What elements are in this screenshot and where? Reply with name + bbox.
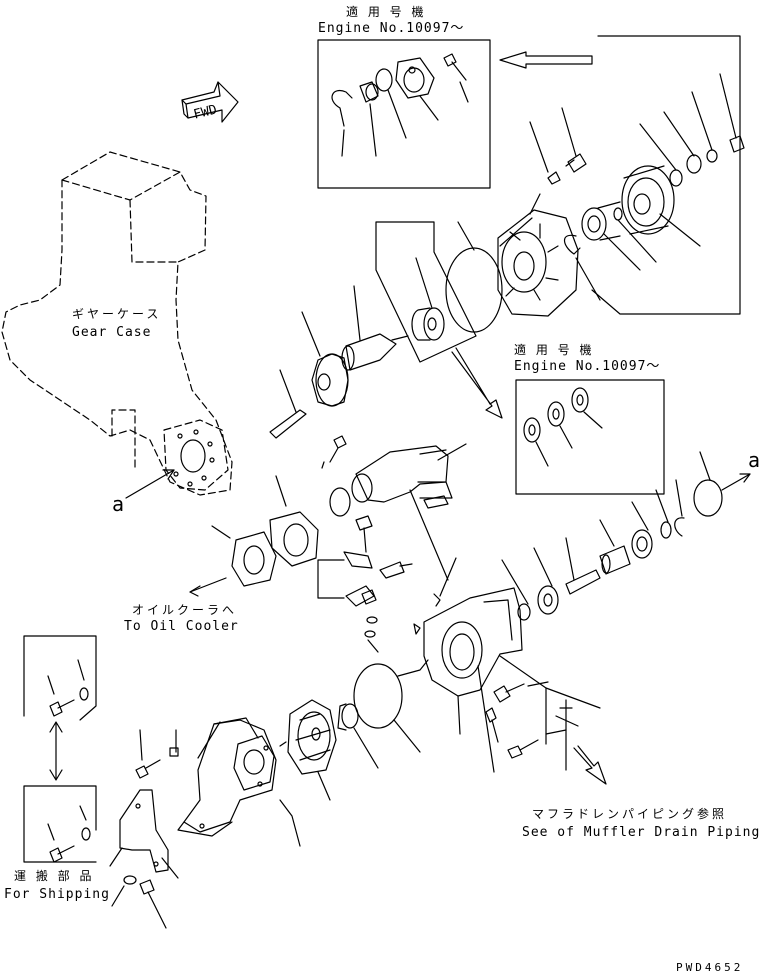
o-ring-lower [353,659,429,753]
applicable-box-mid [515,379,665,495]
seal-unit [337,703,379,769]
pump-body [413,557,601,773]
shaft-parts-row [501,451,723,621]
applicable-label-top-jp: 適 用 号 機 [346,5,427,19]
ref-a-left-label: a [112,492,125,516]
pulley [621,165,701,247]
o-ring-top [375,68,407,139]
pump-cover [497,193,579,317]
applicable-label-mid-en: Engine No.10097～ [514,359,661,374]
impeller-shaft [341,285,409,371]
bolt-top [443,53,469,103]
shipping-swap-arrow [49,721,63,781]
bolt-bracket-right [527,681,549,745]
muffler-drain-pipe [545,699,579,771]
gear-case-outline [1,151,233,496]
impeller [287,699,337,801]
shipping-label-jp: 運 搬 部 品 [14,869,95,883]
applicable-box-top [317,39,491,189]
clamp-group [317,515,413,653]
nut-stack [639,73,745,187]
large-o-ring [445,221,503,333]
applicable-label-mid-jp: 適 用 号 機 [514,343,595,357]
leader-body [457,695,461,735]
shipping-bolt-top [47,659,89,717]
fwd-arrow: FWD [181,81,239,123]
muffler-label-jp: マフラドレンパイピング参照 [532,807,728,821]
ref-a-left-arrow [125,469,175,499]
muffler-label-en: See of Muffler Drain Piping [522,825,761,840]
drive-gear [301,311,349,407]
gear-case-label-jp: ギヤーケース [72,307,162,321]
gasket-flange [211,525,277,587]
gear-case-label-en: Gear Case [72,325,152,340]
fwd-text: FWD [192,102,219,122]
oil-seal-sleeve [411,257,445,341]
gasket-small [423,495,449,509]
shipping-label-en: For Shipping [4,887,110,902]
cap-top [359,81,379,157]
adapter-flange [269,475,319,567]
snap-ring-top [331,90,353,157]
bolt-shipping [111,875,167,929]
shipping-box-top [23,635,97,721]
inlet-elbow [351,443,467,503]
cover-plate-top [395,57,439,121]
bolt-washer-pump [529,107,587,185]
oil-cooler-label-jp: オイルクーラへ [132,603,238,617]
snap-ring-front [563,234,601,301]
arrow-to-mid-box [451,347,503,419]
gear-case-holes [173,429,215,487]
applicable-label-top-en: Engine No.10097～ [318,21,465,36]
bolt-right-1 [485,683,539,759]
drawing-number: PWD4652 [676,961,744,974]
outlet-elbow [177,717,301,847]
arrow-to-top-box [499,51,593,69]
ref-a-right-arrow [721,473,751,491]
bolt-upper [321,435,347,469]
oil-cooler-label-en: To Oil Cooler [124,619,239,634]
o-ring-inlet [329,487,351,517]
bearing-front [581,201,657,271]
shaft-bracket [375,221,477,363]
muffler-arrow [573,745,607,785]
oil-cooler-arrow [189,577,227,593]
bearings-mid [523,387,603,467]
bracket-box-right [591,35,741,315]
bolt-outlet [135,729,287,779]
shipping-box-bottom [23,785,97,863]
shipping-bolt-bottom [47,805,91,863]
ref-a-right-label: a [748,448,761,472]
bracket-plate [109,789,179,879]
stud-pin [269,369,307,439]
